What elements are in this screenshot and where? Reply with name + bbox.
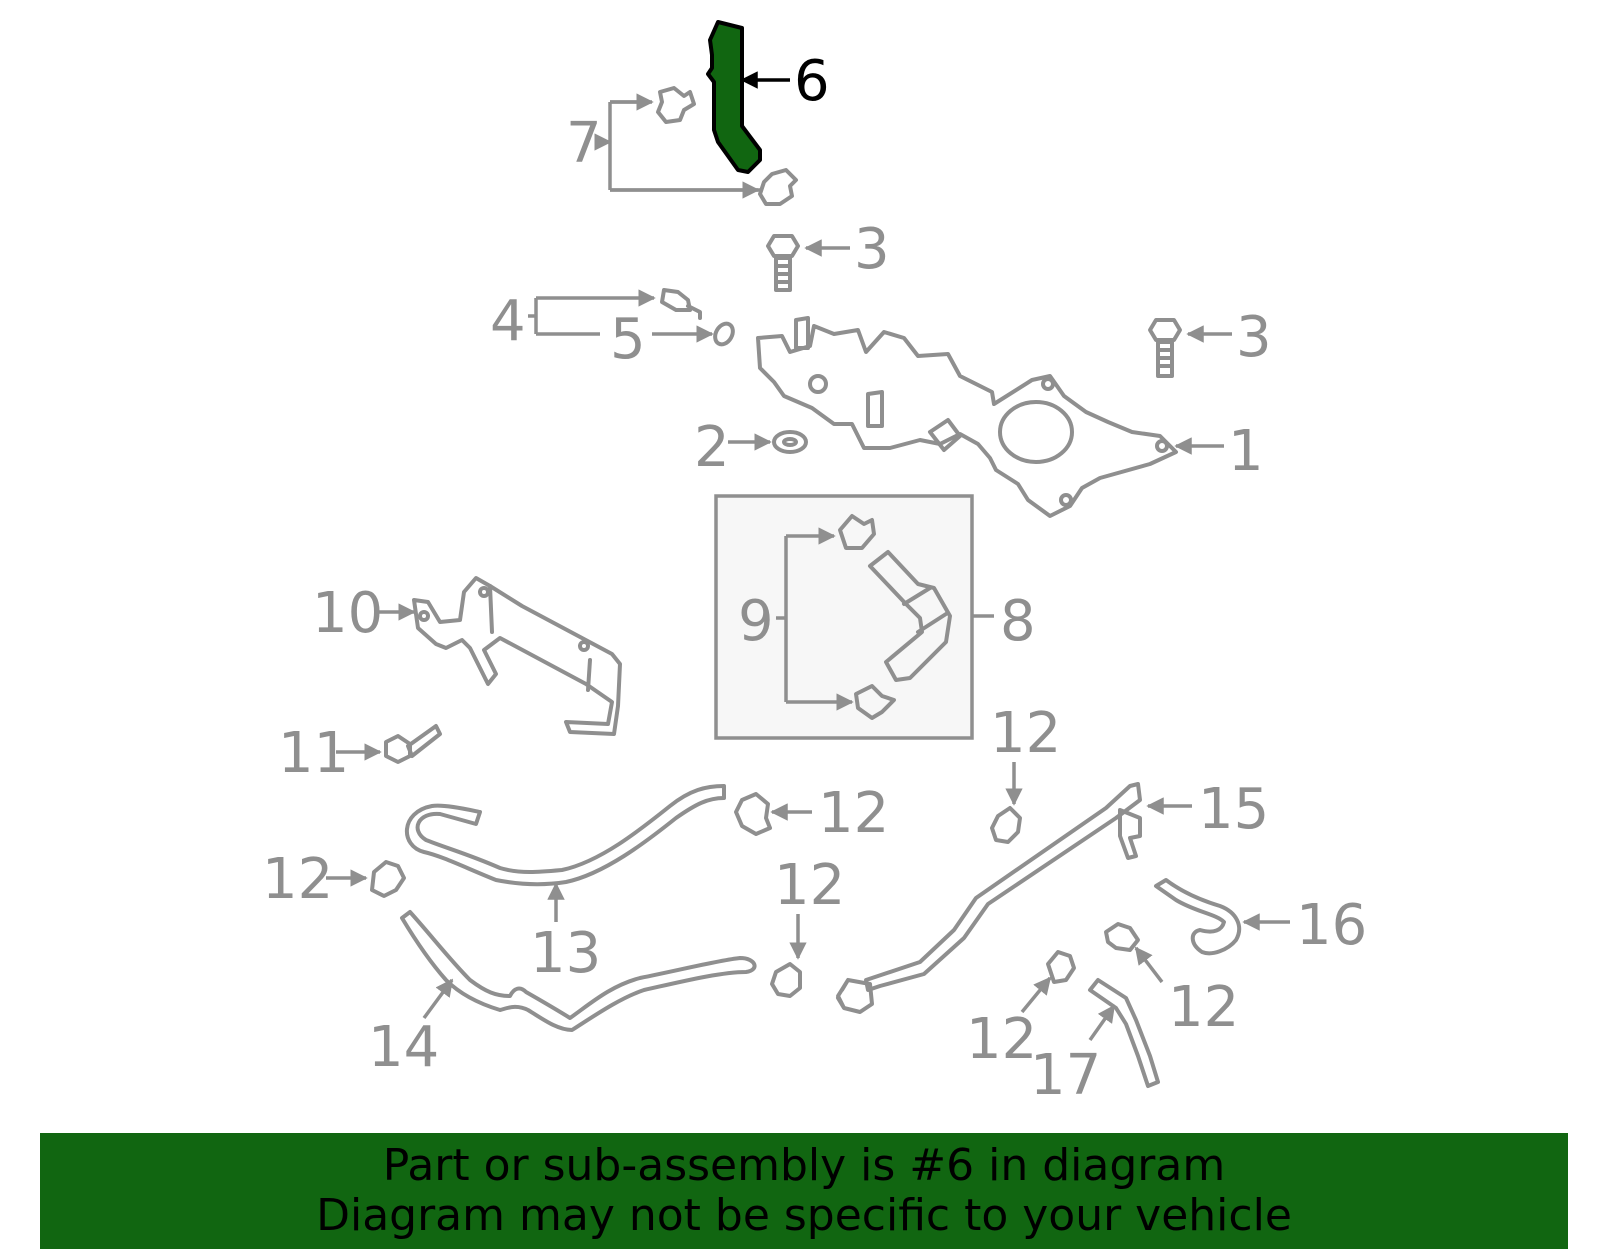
part-12-clamp-a[interactable] <box>734 792 772 836</box>
part-12-clamp-f[interactable] <box>1104 922 1140 952</box>
callout-10: 10 <box>312 581 383 646</box>
part-17-hose[interactable] <box>1088 978 1160 1088</box>
part-1-housing[interactable] <box>756 316 1178 518</box>
callout-2: 2 <box>694 415 730 480</box>
part-3-bolt-right[interactable] <box>1148 318 1182 378</box>
part-11-bolt[interactable] <box>384 724 442 764</box>
info-banner: Part or sub-assembly is #6 in diagram Di… <box>40 1133 1568 1249</box>
callout-13: 13 <box>530 921 601 986</box>
callout-12b: 12 <box>990 701 1061 766</box>
part-12-clamp-d[interactable] <box>770 962 802 998</box>
callout-15: 15 <box>1198 777 1269 842</box>
callout-11: 11 <box>278 721 349 786</box>
callout-8: 8 <box>1000 589 1036 654</box>
part-14-hose[interactable] <box>400 910 757 1032</box>
part-7-clamp-top[interactable] <box>656 86 696 124</box>
part-8-hose[interactable] <box>868 550 952 682</box>
part-13-hose[interactable] <box>405 784 726 887</box>
part-3-bolt-left[interactable] <box>766 234 800 292</box>
callout-1: 1 <box>1228 419 1264 484</box>
banner-line-2: Diagram may not be specific to your vehi… <box>316 1190 1292 1241</box>
callout-12d: 12 <box>774 853 845 918</box>
callout-3b: 3 <box>1236 305 1272 370</box>
callout-7: 7 <box>566 111 602 176</box>
part-4-sensor[interactable] <box>660 288 702 320</box>
callout-3a: 3 <box>854 217 890 282</box>
part-9-clamp-top[interactable] <box>838 514 876 550</box>
callout-12a: 12 <box>818 781 889 846</box>
part-7-clamp-bottom[interactable] <box>758 168 798 206</box>
callout-14: 14 <box>368 1015 439 1080</box>
part-9-clamp-bottom[interactable] <box>854 684 896 720</box>
callout-9: 9 <box>738 589 774 654</box>
part-12-clamp-b[interactable] <box>990 806 1022 844</box>
callout-12c: 12 <box>262 847 333 912</box>
part-15-pipe[interactable] <box>836 782 1142 1014</box>
part-5-oring[interactable] <box>712 320 737 347</box>
part-12-clamp-c[interactable] <box>370 860 406 898</box>
callout-16: 16 <box>1296 893 1367 958</box>
part-6-hose[interactable] <box>706 20 762 174</box>
part-16-hose[interactable] <box>1154 878 1242 956</box>
callout-12f: 12 <box>1168 975 1239 1040</box>
part-2-gasket[interactable] <box>772 430 808 454</box>
callout-17: 17 <box>1030 1043 1101 1108</box>
callout-12e: 12 <box>966 1007 1037 1072</box>
callout-5: 5 <box>610 307 646 372</box>
callout-4: 4 <box>490 289 526 354</box>
banner-line-1: Part or sub-assembly is #6 in diagram <box>382 1140 1226 1191</box>
callout-6: 6 <box>794 49 830 114</box>
part-10-bracket[interactable] <box>412 576 622 736</box>
part-12-clamp-e[interactable] <box>1046 950 1076 984</box>
